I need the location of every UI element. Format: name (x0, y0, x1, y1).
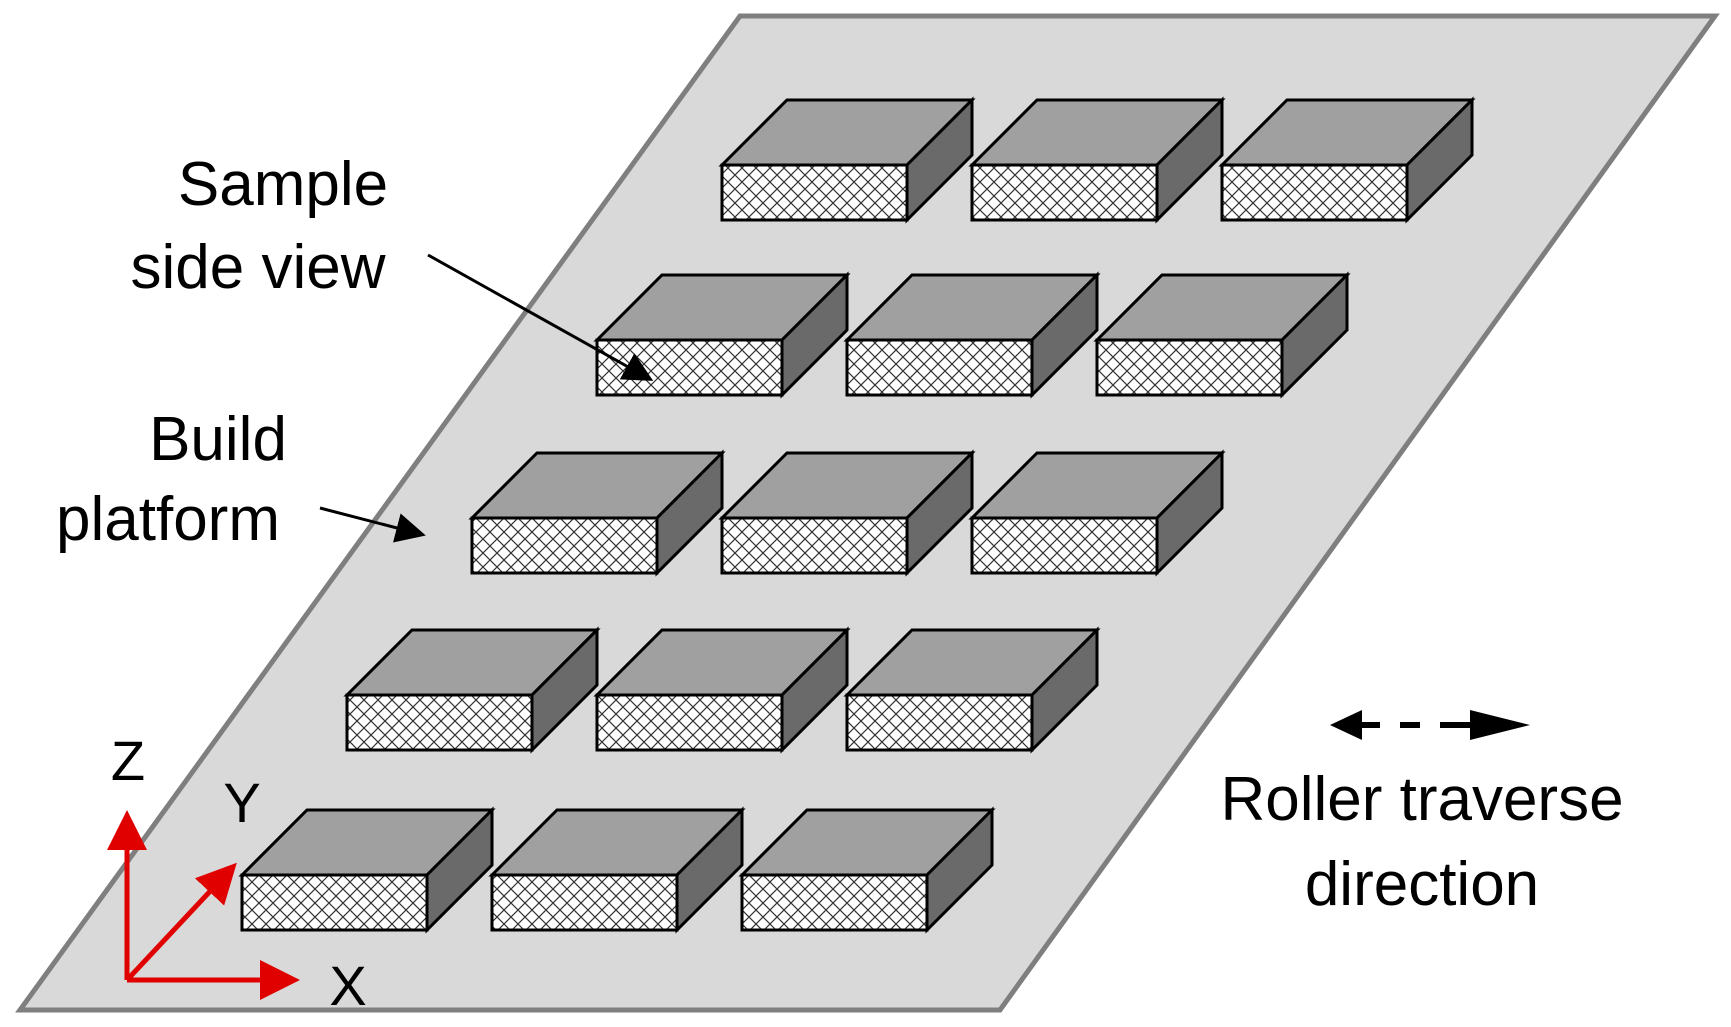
label-sample-line2: side view (131, 233, 386, 302)
coordinate-axes: Z Y X (107, 729, 367, 1017)
label-build-line2: platform (56, 485, 280, 554)
sample-box (343, 626, 601, 754)
z-axis-label: Z (111, 729, 145, 792)
sample-box (843, 626, 1101, 754)
sample-box (718, 449, 976, 577)
sample-box (968, 449, 1226, 577)
x-axis-label: X (329, 954, 366, 1017)
label-roller-line2: direction (1305, 850, 1539, 919)
y-axis (125, 862, 237, 982)
sample-box (1218, 96, 1476, 224)
sample-grid (238, 96, 1476, 934)
label-roller-line1: Roller traverse (1220, 765, 1623, 834)
sample-box (468, 449, 726, 577)
sample-box (718, 96, 976, 224)
sample-pointer-arrow (427, 253, 654, 381)
sample-box (488, 806, 746, 934)
sample-box (968, 96, 1226, 224)
y-axis-label: Y (223, 771, 260, 834)
sample-box (843, 271, 1101, 399)
roller-direction-arrow (1330, 710, 1530, 740)
platform-pointer-arrow (319, 506, 426, 543)
sample-box (593, 626, 851, 754)
sample-box (593, 271, 851, 399)
sample-box (738, 806, 996, 934)
label-build-line1: Build (149, 405, 287, 474)
sample-box (1093, 271, 1351, 399)
label-sample-line1: Sample (178, 150, 388, 219)
sample-box (238, 806, 496, 934)
